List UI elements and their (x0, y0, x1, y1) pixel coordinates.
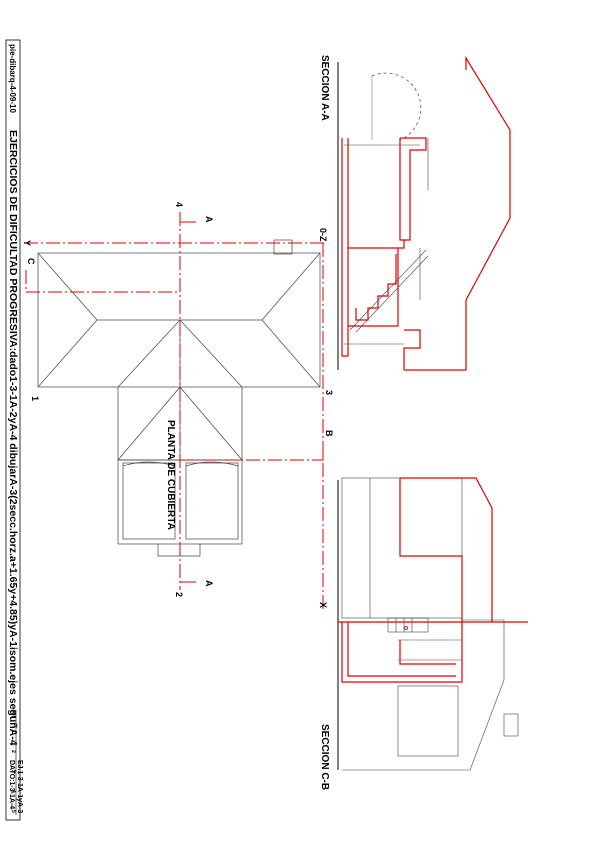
scale-tick: 5 (10, 810, 16, 813)
roof-outline (37, 252, 321, 388)
axis-b-label: B (324, 430, 334, 437)
axis-y-label: Y (22, 240, 32, 246)
cut-a-bottom-label: A (204, 580, 214, 587)
cut-a-top-label: A (204, 216, 214, 223)
num-2-label: 2 (174, 592, 184, 597)
title-block: pie-dibarq-4-09-10 EJERCICIOS DE DIFICUL… (5, 39, 23, 821)
section-cb: SECCION C-B (319, 477, 528, 790)
num-3-label: 3 (324, 390, 334, 395)
plan-markers: A A 4 2 1 3 0-Z X Y C B PLANTA DE CUBIER… (22, 202, 334, 608)
section-aa: SECCION A-A (319, 55, 511, 371)
scale-tick: 4 (10, 790, 16, 793)
sheet-title: EJERCICIOS DE DIFICULTAD PROGRESIVA:dado… (7, 130, 19, 746)
scale-tick: 3 (10, 770, 16, 773)
num-4-label: 4 (174, 202, 184, 207)
scale-tick: M.0 (10, 710, 16, 719)
section-cb-title: SECCION C-B (319, 724, 330, 790)
scale-tick: 2 (10, 750, 16, 753)
scale-tick: 1 (10, 730, 16, 733)
cut-ticks (180, 221, 324, 583)
ej-label: EJ.1-3-1A-1yA-3 (16, 760, 23, 813)
section-aa-title: SECCION A-A (319, 55, 330, 121)
chimney (273, 239, 293, 255)
roof-plan-title: PLANTA DE CUBIERTA (165, 420, 176, 530)
scale-bar: M.0 1 2 3 4 5 (10, 710, 17, 815)
num-1-label: 1 (30, 396, 40, 401)
plan-cut-lines (24, 212, 326, 612)
axis-c-label: C (26, 258, 36, 265)
sheet-code: pie-dibarq-4-09-10 (8, 44, 17, 113)
axis-oz-label: 0-Z (318, 228, 328, 242)
roof-plan (37, 239, 321, 557)
dato-label: DATO:1-3-1A-4 (8, 760, 15, 809)
axis-x-label: X (318, 602, 328, 608)
